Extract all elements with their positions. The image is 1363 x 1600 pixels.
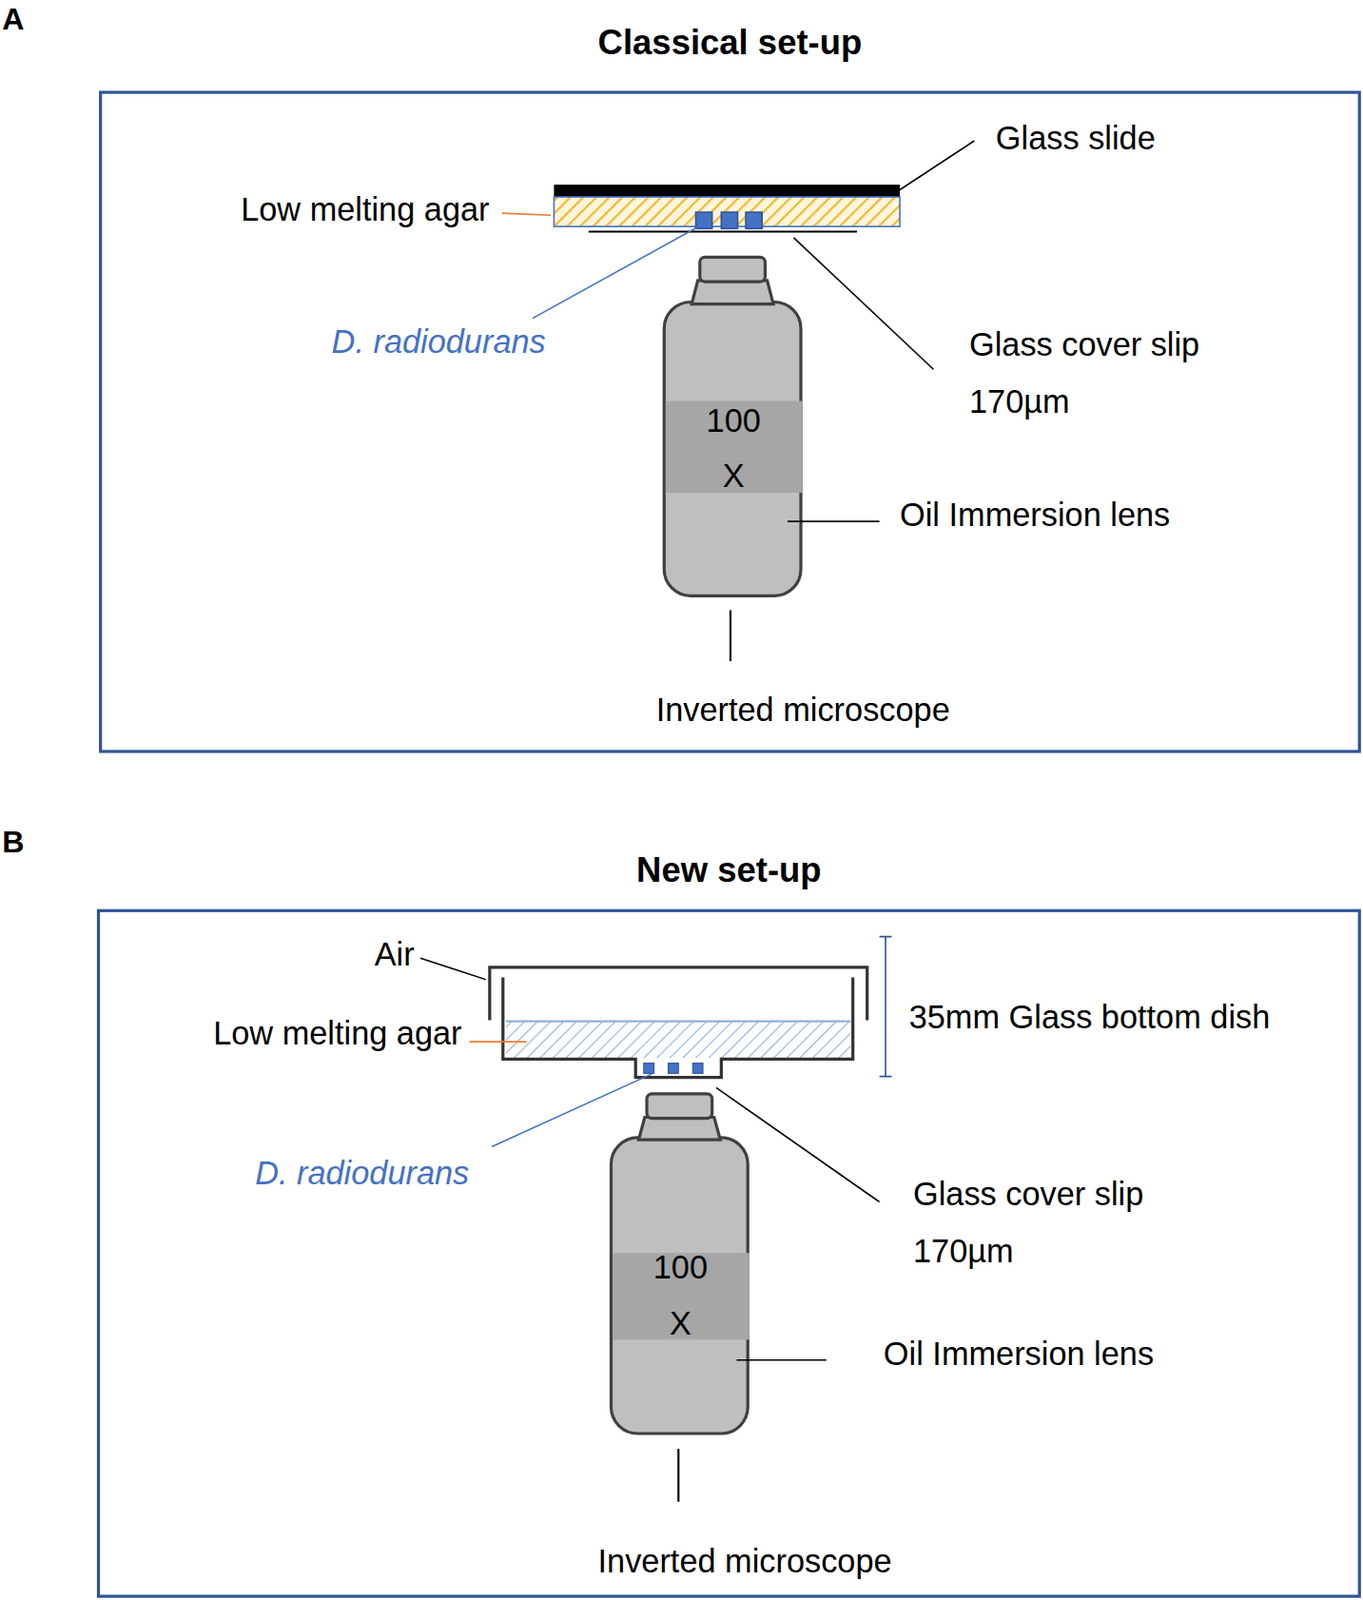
panel-letter: A bbox=[1, 0, 24, 39]
objective-cap bbox=[646, 1093, 713, 1119]
bacterium bbox=[745, 212, 762, 229]
magnification-label: 100 X bbox=[692, 392, 775, 504]
dimension-bracket bbox=[879, 936, 893, 1077]
leader-line bbox=[736, 1359, 826, 1362]
part-label: Air bbox=[374, 934, 415, 974]
objective-neck bbox=[638, 1116, 721, 1140]
leader-line bbox=[468, 1040, 526, 1043]
bacterium bbox=[668, 1063, 680, 1074]
bacterium bbox=[696, 212, 713, 229]
part-label: Low melting agar bbox=[213, 1013, 462, 1053]
organism-label: D. radiodurans bbox=[254, 1153, 469, 1193]
leader-line bbox=[420, 957, 487, 980]
part-label: Low melting agar bbox=[240, 190, 489, 230]
leader-line bbox=[532, 227, 698, 318]
agar-layer bbox=[506, 1021, 852, 1059]
dish-lid bbox=[489, 967, 868, 1021]
glass-slide bbox=[553, 184, 900, 197]
leader-line bbox=[729, 609, 732, 662]
part-label: Glass cover slip 170µm bbox=[969, 316, 1266, 431]
panel-title: Classical set-up bbox=[101, 21, 1358, 63]
objective-lens bbox=[663, 256, 802, 596]
cover-slip bbox=[588, 230, 857, 233]
part-label: Inverted microscope bbox=[656, 690, 951, 730]
leader-line bbox=[677, 1448, 680, 1502]
objective-lens bbox=[610, 1093, 749, 1434]
leader-line bbox=[899, 140, 974, 190]
objective-neck bbox=[691, 280, 774, 305]
bacterium bbox=[692, 1063, 703, 1074]
part-label: Glass cover slip 170µm bbox=[913, 1165, 1209, 1280]
glass-bottom-dish bbox=[503, 977, 854, 1078]
organism-label: D. radiodurans bbox=[331, 322, 546, 362]
leader-line bbox=[716, 1087, 880, 1202]
objective-cap bbox=[700, 256, 766, 282]
part-label: Glass slide bbox=[995, 117, 1156, 157]
panel-letter: B bbox=[1, 822, 24, 862]
part-label: Oil Immersion lens bbox=[899, 495, 1170, 535]
bacterium bbox=[643, 1063, 655, 1074]
magnification-label: 100 X bbox=[640, 1239, 722, 1352]
dimension-label: 35mm Glass bottom dish bbox=[909, 997, 1271, 1037]
leader-line bbox=[491, 1072, 653, 1147]
leader-line bbox=[787, 520, 880, 523]
part-label: Inverted microscope bbox=[598, 1541, 893, 1581]
bacterium bbox=[720, 212, 738, 229]
leader-line bbox=[502, 213, 551, 215]
leader-line bbox=[793, 237, 934, 370]
part-label: Oil Immersion lens bbox=[883, 1334, 1154, 1374]
panel-title: New set-up bbox=[99, 848, 1359, 890]
agar-surface bbox=[506, 1020, 852, 1023]
